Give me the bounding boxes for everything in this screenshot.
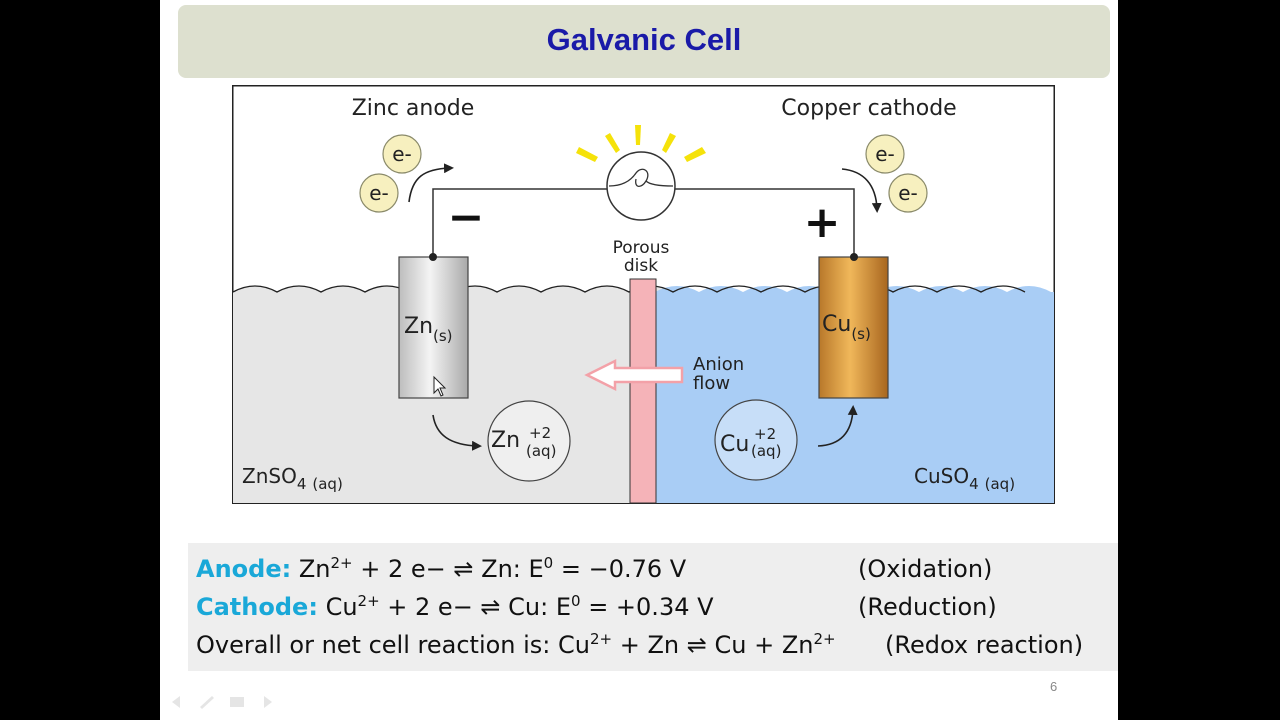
electron-right-bottom: e- xyxy=(888,173,928,213)
anion-flow-arrow xyxy=(584,358,684,392)
porous-label-line1: Porous xyxy=(613,238,670,258)
copper-cathode-label: Copper cathode xyxy=(781,96,956,121)
svg-text:e-: e- xyxy=(898,181,918,205)
equations-panel: Anode: Zn2+ + 2 e− ⇌ Zn: E0 = −0.76 V (O… xyxy=(188,543,1118,671)
copper-ion: Cu +2 (aq) xyxy=(714,399,798,481)
anode-reaction-type: (Oxidation) xyxy=(858,555,993,583)
light-bulb xyxy=(576,125,706,221)
copper-terminal xyxy=(850,253,858,261)
porous-disk xyxy=(629,278,657,504)
cathode-equation-label: Cathode: xyxy=(196,593,318,621)
mouse-cursor-icon xyxy=(433,375,447,397)
zinc-terminal xyxy=(429,253,437,261)
svg-text:(aq): (aq) xyxy=(526,442,556,460)
svg-text:Zn: Zn xyxy=(491,428,520,453)
porous-label-line2: disk xyxy=(624,256,658,276)
slide-title: Galvanic Cell xyxy=(546,22,742,57)
anion-label-line2: flow xyxy=(693,373,730,394)
anode-equation: Anode: Zn2+ + 2 e− ⇌ Zn: E0 = −0.76 V xyxy=(196,554,687,583)
electron-flow-arrow-right xyxy=(841,168,882,213)
znso4-label: ZnSO4(aq) xyxy=(242,464,343,493)
copper-ion-arrow xyxy=(817,405,858,447)
copper-electrode xyxy=(818,256,889,399)
slide-nav-controls[interactable] xyxy=(168,692,288,712)
previous-slide-icon[interactable] xyxy=(172,696,180,708)
svg-text:+2: +2 xyxy=(754,425,776,443)
zinc-ion-arrow xyxy=(432,414,482,451)
zinc-electrode xyxy=(398,256,469,399)
electron-left-top: e- xyxy=(382,134,422,174)
zinc-anode-label: Zinc anode xyxy=(352,96,475,121)
svg-text:(aq): (aq) xyxy=(751,442,781,460)
page-number: 6 xyxy=(1050,679,1058,694)
next-slide-icon[interactable] xyxy=(264,696,272,708)
electron-left-bottom: e- xyxy=(359,173,399,213)
title-bar: Galvanic Cell xyxy=(178,5,1110,78)
cathode-equation: Cathode: Cu2+ + 2 e− ⇌ Cu: E0 = +0.34 V xyxy=(196,592,714,621)
cuso4-label: CuSO4(aq) xyxy=(914,464,1015,493)
svg-text:+2: +2 xyxy=(529,424,551,442)
overall-reaction-type: (Redox reaction) xyxy=(885,631,1084,659)
menu-icon[interactable] xyxy=(230,697,244,707)
electron-flow-arrow-left xyxy=(408,163,454,203)
electron-right-top: e- xyxy=(865,134,905,174)
external-wire xyxy=(432,188,855,257)
liquid-surface xyxy=(232,285,1026,293)
svg-text:e-: e- xyxy=(875,142,895,166)
copper-electrode-label: Cu(s) xyxy=(822,312,871,343)
overall-reaction: Overall or net cell reaction is: Cu2+ + … xyxy=(196,630,836,659)
svg-text:e-: e- xyxy=(392,142,412,166)
zinc-ion: Zn +2 (aq) xyxy=(487,400,571,482)
zinc-electrode-label: Zn(s) xyxy=(404,314,453,345)
anion-label-line1: Anion xyxy=(693,354,744,375)
galvanic-cell-diagram: Porous disk Anion flow − + Zinc anode Co… xyxy=(232,85,1055,504)
positive-terminal-sign: + xyxy=(804,197,841,248)
cathode-reaction-type: (Reduction) xyxy=(858,593,997,621)
negative-terminal-sign: − xyxy=(448,192,485,243)
anode-equation-label: Anode: xyxy=(196,555,292,583)
bulb-rays xyxy=(576,125,706,162)
svg-text:e-: e- xyxy=(369,181,389,205)
svg-text:Cu: Cu xyxy=(720,432,749,457)
slide: Galvanic Cell Porous disk xyxy=(160,0,1118,720)
pen-icon[interactable] xyxy=(200,696,214,709)
